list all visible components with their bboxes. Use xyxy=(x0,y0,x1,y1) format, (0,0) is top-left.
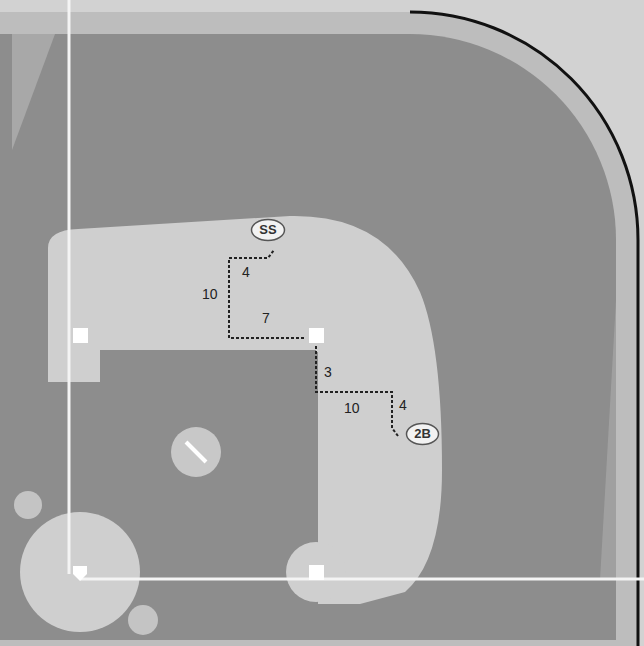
distance-label: 7 xyxy=(262,310,270,326)
distance-label: 4 xyxy=(399,397,407,413)
player-marker: 2B xyxy=(405,422,440,446)
distance-label: 10 xyxy=(344,400,360,416)
position-label: 2B xyxy=(405,426,440,442)
distance-label: 10 xyxy=(202,286,218,302)
player-marker: SS xyxy=(250,218,286,242)
distance-label: 4 xyxy=(242,264,250,280)
distance-label: 3 xyxy=(324,364,332,380)
position-label: SS xyxy=(250,222,286,238)
